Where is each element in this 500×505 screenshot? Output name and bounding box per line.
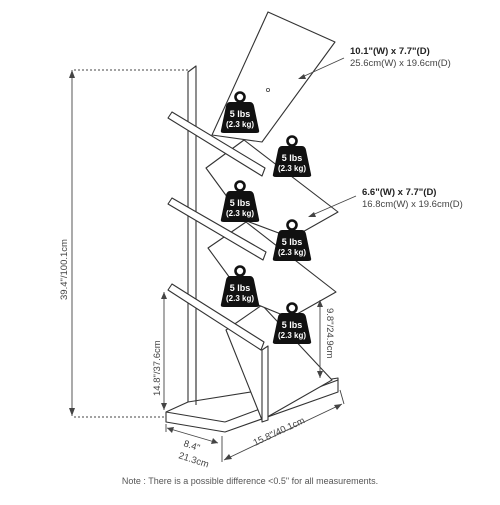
- weight-icon: 5 lbs(2.3 kg): [220, 180, 260, 222]
- weight-icon: 5 lbs(2.3 kg): [220, 265, 260, 307]
- weight-icon: 5 lbs(2.3 kg): [272, 135, 312, 177]
- width-metric-label: 21.3cm: [177, 450, 210, 470]
- weight-handle: [286, 135, 298, 147]
- shelf-gap-label: 9.8"/24.9cm: [324, 308, 335, 358]
- rail-2: [167, 197, 267, 261]
- lower-shelf-metric: 16.8cm(W) x 19.6cm(D): [362, 199, 463, 210]
- top-shelf-leader-arrow: [298, 74, 306, 79]
- weight-lbs: 5 lbs: [230, 198, 251, 208]
- width-arrow-right: [211, 438, 218, 444]
- height-arrow-top: [69, 70, 75, 78]
- weight-body: [220, 276, 260, 307]
- measurement-note: Note : There is a possible difference <0…: [122, 476, 378, 486]
- weight-kg: (2.3 kg): [278, 164, 306, 173]
- weight-icons: 5 lbs(2.3 kg)5 lbs(2.3 kg)5 lbs(2.3 kg)5…: [220, 91, 312, 344]
- back-post: [187, 65, 197, 411]
- lower-height-arrow-bottom: [161, 403, 167, 410]
- lower-shelf-imperial: 6.6"(W) x 7.7"(D): [362, 187, 436, 198]
- top-shelf-imperial: 10.1"(W) x 7.7"(D): [350, 46, 430, 57]
- weight-body: [220, 102, 260, 133]
- weight-kg: (2.3 kg): [278, 331, 306, 340]
- weight-lbs: 5 lbs: [282, 320, 303, 330]
- shelf-gap-arrow-top: [317, 300, 323, 307]
- weight-lbs: 5 lbs: [230, 283, 251, 293]
- length-extension-right: [339, 389, 345, 405]
- base-edge: [165, 411, 226, 423]
- weight-icon: 5 lbs(2.3 kg): [220, 91, 260, 133]
- weight-lbs: 5 lbs: [230, 109, 251, 119]
- weight-body: [272, 230, 312, 261]
- weight-handle: [286, 219, 298, 231]
- height-arrow-bottom: [69, 408, 75, 416]
- width-dim-line: [166, 427, 219, 444]
- weight-handle: [234, 265, 246, 277]
- length-arrow-left: [224, 454, 232, 460]
- shelf-gap-arrow-bottom: [317, 371, 323, 378]
- width-imperial-label: 8.4": [182, 438, 201, 454]
- weight-kg: (2.3 kg): [226, 294, 254, 303]
- weight-body: [220, 191, 260, 222]
- weight-body: [272, 146, 312, 177]
- weight-kg: (2.3 kg): [278, 248, 306, 257]
- dimension-lines: [69, 57, 357, 462]
- front-support: [261, 345, 269, 423]
- weight-kg: (2.3 kg): [226, 209, 254, 218]
- weight-lbs: 5 lbs: [282, 237, 303, 247]
- weight-body: [272, 313, 312, 344]
- shelf-board-2: [205, 139, 339, 239]
- lower-height-arrow-top: [161, 292, 167, 299]
- height-label: 39.4"/100.1cm: [59, 239, 70, 300]
- weight-handle: [234, 180, 246, 192]
- lower-height-label: 14.8"/37.6cm: [152, 340, 163, 396]
- length-dim-line: [223, 403, 343, 461]
- top-shelf-metric: 25.6cm(W) x 19.6cm(D): [350, 58, 451, 69]
- lower-shelf-leader-arrow: [308, 212, 316, 217]
- weight-icon: 5 lbs(2.3 kg): [272, 302, 312, 344]
- weight-lbs: 5 lbs: [282, 153, 303, 163]
- screw-hole: [265, 88, 270, 93]
- width-arrow-left: [167, 427, 174, 433]
- weight-icon: 5 lbs(2.3 kg): [272, 219, 312, 261]
- top-shelf-leader: [299, 57, 345, 79]
- weight-handle: [286, 302, 298, 314]
- shelf-board-4: [225, 304, 333, 421]
- length-arrow-right: [334, 404, 342, 410]
- lower-shelf-leader: [309, 195, 357, 217]
- rail-3: [167, 283, 265, 351]
- weight-handle: [234, 91, 246, 103]
- weight-kg: (2.3 kg): [226, 120, 254, 129]
- rail-1: [167, 111, 266, 177]
